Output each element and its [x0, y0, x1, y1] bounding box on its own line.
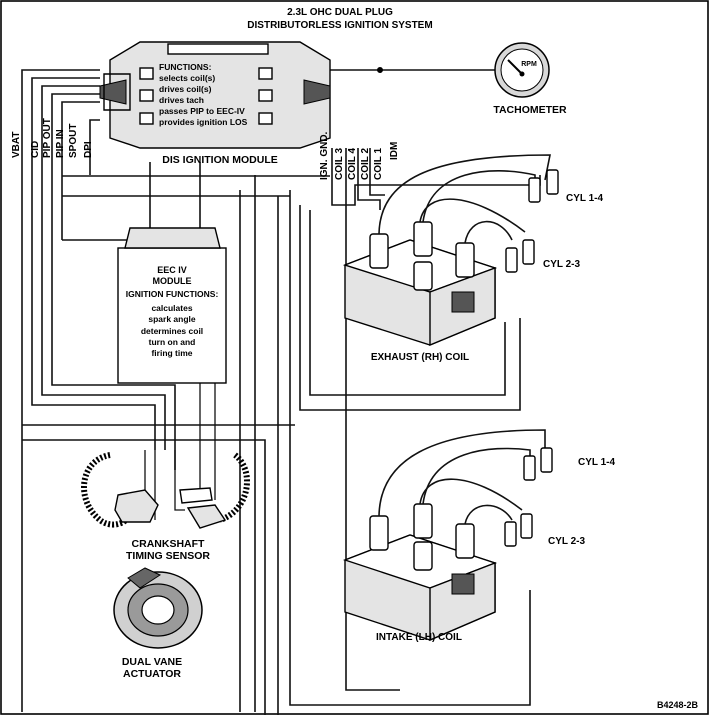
eec-label-line-1: EEC IV: [157, 265, 187, 275]
pin-vbat-label: VBAT: [11, 132, 22, 158]
eec-functions-heading: IGNITION FUNCTIONS:: [126, 289, 219, 299]
crankshaft-timing-sensor: [81, 452, 250, 529]
dual-vane-actuator: [113, 567, 203, 649]
eec-iv-module: [117, 227, 227, 384]
actuator-label-1: DUAL VANE: [122, 656, 182, 668]
pin-idm-label: IDM: [389, 142, 400, 160]
pin-coil-2-label: COIL 2: [360, 148, 371, 180]
figure-code: B4248-2B: [657, 700, 699, 710]
tachometer-dial-text: RPM: [521, 61, 537, 68]
exhaust-cyl-1-4-label: CYL 1-4: [566, 193, 603, 204]
exhaust-coil-pack: [342, 154, 551, 347]
intake-spark-plugs: [504, 447, 553, 547]
intake-cyl-2-3-label: CYL 2-3: [548, 536, 585, 547]
pin-ign-gnd-label: IGN. GND.: [319, 131, 330, 180]
pin-pip-out-label: PIP OUT: [42, 118, 53, 158]
title-line-1: 2.3L OHC DUAL PLUG: [287, 7, 393, 18]
dis-function-4: passes PIP to EEC-IV: [159, 106, 245, 116]
pin-dpi-label: DPI: [83, 141, 94, 158]
dis-module-label: DIS IGNITION MODULE: [162, 154, 278, 166]
exhaust-coil-label: EXHAUST (RH) COIL: [371, 352, 469, 363]
pin-coil-1-label: COIL 1: [373, 148, 384, 180]
pin-spout-label: SPOUT: [68, 124, 79, 158]
dis-function-2: drives coil(s): [159, 84, 212, 94]
dis-function-5: provides ignition LOS: [159, 117, 248, 127]
intake-cyl-1-4-label: CYL 1-4: [578, 457, 615, 468]
pin-coil-4-label: COIL 4: [347, 148, 358, 180]
exhaust-cyl-2-3-label: CYL 2-3: [543, 259, 580, 270]
tachometer-gauge: [494, 42, 550, 98]
dis-function-3: drives tach: [159, 95, 204, 105]
eec-function-5: firing time: [151, 348, 192, 358]
exhaust-spark-plugs: [505, 169, 559, 273]
pin-cid-label: CID: [30, 141, 41, 158]
wiring-harness: [21, 67, 541, 715]
pin-coil-3-label: COIL 3: [334, 148, 345, 180]
actuator-label-2: ACTUATOR: [123, 668, 181, 680]
crank-sensor-label-1: CRANKSHAFT: [132, 538, 205, 550]
intake-coil-label: INTAKE (LH) COIL: [376, 632, 462, 643]
tachometer-label: TACHOMETER: [493, 104, 567, 116]
dis-ignition-module: [99, 41, 331, 149]
eec-function-2: spark angle: [148, 314, 196, 324]
eec-function-3: determines coil: [141, 326, 203, 336]
eec-function-1: calculates: [151, 303, 192, 313]
eec-function-4: turn on and: [149, 337, 196, 347]
intake-coil-pack: [342, 429, 546, 642]
dis-functions-heading: FUNCTIONS:: [159, 62, 212, 72]
eec-label-line-2: MODULE: [153, 276, 192, 286]
dis-function-1: selects coil(s): [159, 73, 215, 83]
title-line-2: DISTRIBUTORLESS IGNITION SYSTEM: [247, 20, 432, 31]
crank-sensor-label-2: TIMING SENSOR: [126, 550, 210, 562]
pin-pip-in-label: PIP IN: [55, 129, 66, 158]
